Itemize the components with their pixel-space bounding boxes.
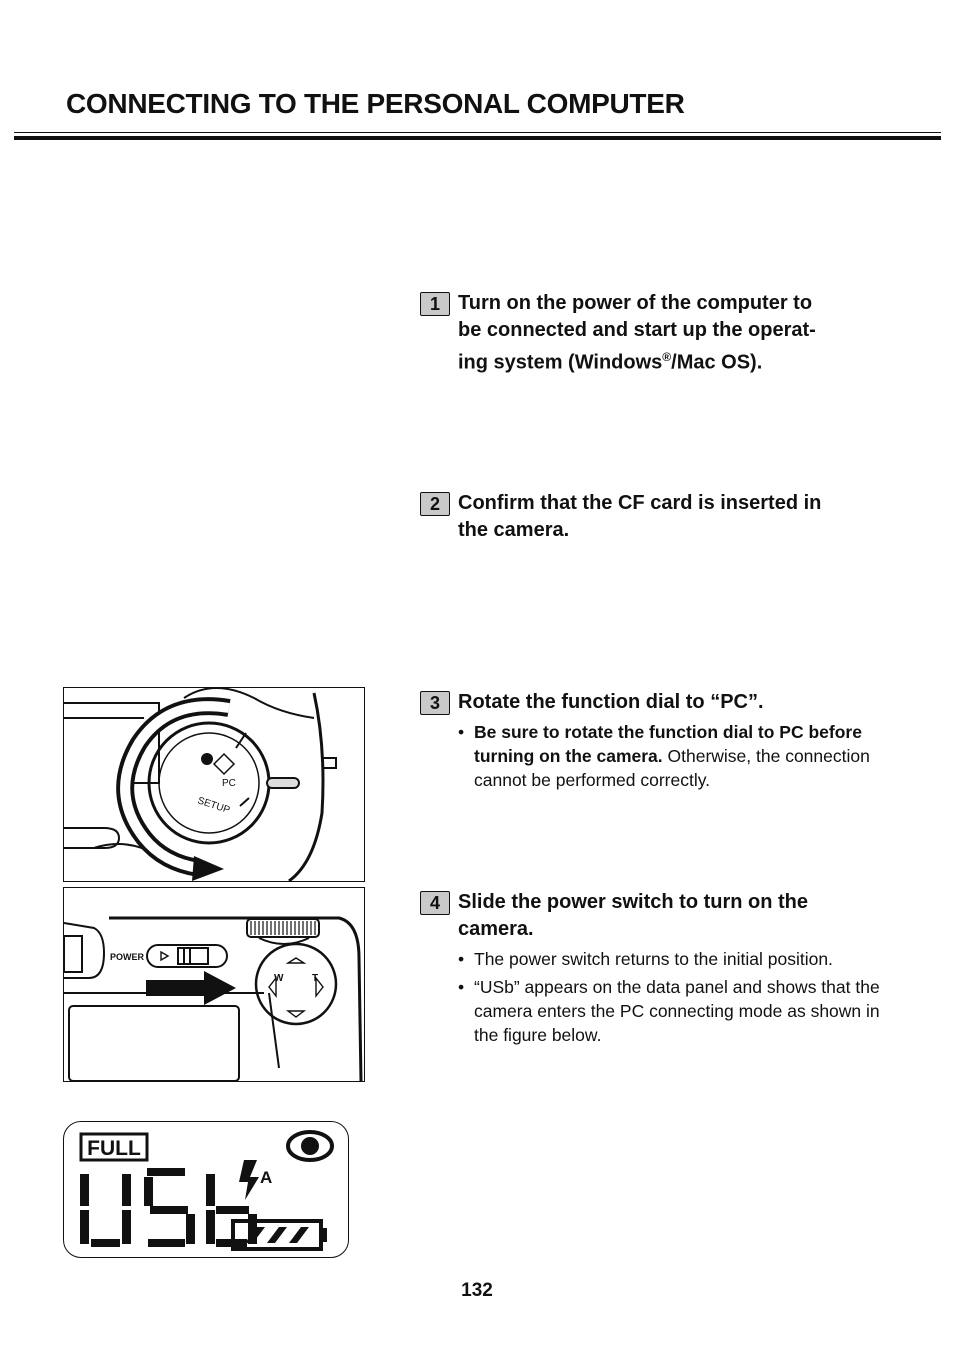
step-heading: Slide the power switch to turn on the ca… xyxy=(458,891,809,940)
note-item: The power switch returns to the initial … xyxy=(458,947,890,971)
step-2: 2 Confirm that the CF card is inserted i… xyxy=(420,490,890,544)
step-number: 2 xyxy=(420,492,450,516)
slide-arrow-icon xyxy=(146,971,236,1005)
power-switch-figure: POWER W T xyxy=(63,887,365,1082)
zoom-tele-label: T xyxy=(312,973,318,984)
page-number: 132 xyxy=(461,1280,493,1301)
dial-label-pc: PC xyxy=(222,778,236,789)
step-3: 3 Rotate the function dial to “PC”. Be s… xyxy=(420,689,890,796)
title-rule-thin xyxy=(14,132,941,133)
step-number: 1 xyxy=(420,292,450,316)
title-rule-thick xyxy=(14,136,941,140)
step-4: 4 Slide the power switch to turn on the … xyxy=(420,889,890,1051)
page-title: CONNECTING TO THE PERSONAL COMPUTER xyxy=(66,88,685,119)
step-heading: Turn on the power of the computer to be … xyxy=(458,292,816,374)
usb-display xyxy=(80,1168,257,1247)
step-number: 3 xyxy=(420,691,450,715)
full-badge xyxy=(79,1132,149,1162)
flash-auto-icon xyxy=(239,1160,259,1200)
step-heading: Rotate the function dial to “PC”. xyxy=(458,691,764,713)
note-item: “USb” appears on the data panel and show… xyxy=(458,975,890,1047)
camera-mode-icon xyxy=(201,752,236,776)
step-1: 1 Turn on the power of the computer to b… xyxy=(420,290,890,377)
function-dial-figure: PC SETUP xyxy=(63,687,365,882)
flash-auto-label: A xyxy=(260,1168,272,1187)
note-item: Be sure to rotate the function dial to P… xyxy=(458,720,890,792)
zoom-wide-label: W xyxy=(274,973,284,984)
battery-full-icon xyxy=(231,1219,327,1251)
power-label: POWER xyxy=(110,952,145,962)
step-heading: Confirm that the CF card is inserted in … xyxy=(458,492,822,541)
full-label: FULL xyxy=(87,1137,141,1160)
step-notes: Be sure to rotate the function dial to P… xyxy=(458,720,890,792)
step-notes: The power switch returns to the initial … xyxy=(458,947,890,1047)
step-number: 4 xyxy=(420,891,450,915)
dial-label-setup: SETUP xyxy=(196,795,231,816)
registered-mark: ® xyxy=(662,350,672,364)
data-panel-figure: FULL A xyxy=(63,1121,349,1258)
red-eye-icon xyxy=(286,1130,334,1162)
